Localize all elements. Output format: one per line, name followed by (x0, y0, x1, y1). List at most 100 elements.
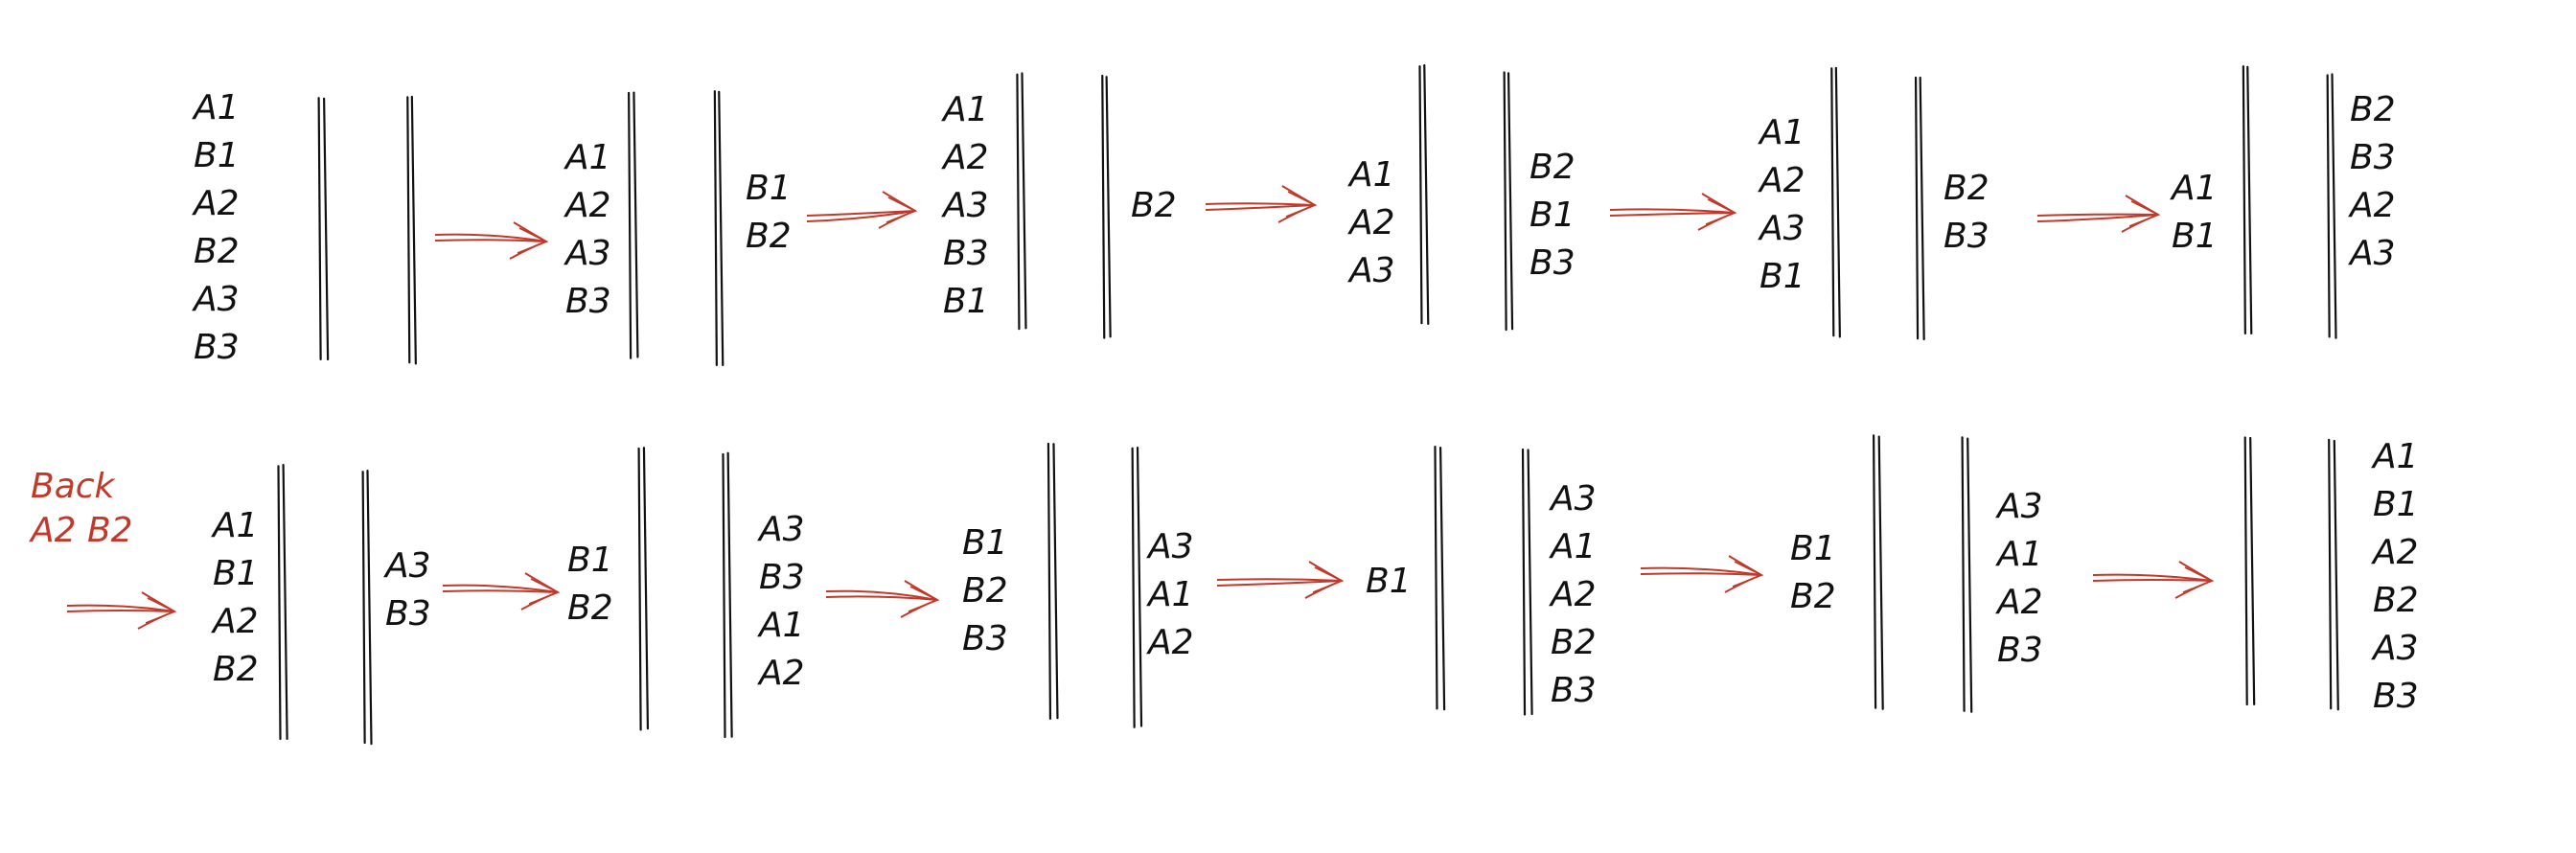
arrow-head-inner (886, 196, 917, 223)
arrow-shaft (1216, 578, 1343, 582)
row1-state-4-right-bank (1503, 71, 1514, 332)
back-note-line2: A2 B2 (31, 511, 133, 550)
person-label: A2 (1148, 623, 1194, 662)
person-label: B3 (385, 594, 431, 634)
row1-state-4-right-bank-stroke (1503, 71, 1507, 332)
arrow-shaft (434, 233, 547, 242)
row1-state-6-left-bank (2242, 65, 2253, 335)
person-label: B3 (565, 282, 611, 321)
arrow-shaft (2092, 573, 2213, 582)
row2-state-6-right-bank (2328, 438, 2339, 711)
arrow-head-inner (908, 586, 939, 612)
arrow-shaft (1205, 202, 1316, 206)
row1-state-3-right-bank-stroke (1105, 76, 1112, 338)
person-label: A3 (1997, 487, 2043, 526)
person-label: B3 (2373, 677, 2419, 716)
person-label: B1 (2172, 217, 2218, 256)
row1-state-6-left-bank-stroke (2242, 65, 2246, 335)
person-label: B3 (759, 558, 805, 597)
arrow-shaft (2036, 214, 2159, 222)
row2-state-4-left-group: B1 (1366, 558, 1412, 606)
row1-state-2-left-bank-stroke (628, 91, 632, 359)
row2-arrow-6 (2092, 561, 2215, 599)
person-label: B2 (2350, 90, 2396, 129)
row1-state-2-right-bank (713, 90, 724, 367)
person-label: A1 (1148, 575, 1194, 614)
row1-state-3-left-bank-stroke (1021, 72, 1027, 330)
arrow-head-inner (1732, 561, 1763, 588)
arrow-shaft (1640, 572, 1762, 576)
row1-state-3-left-bank (1016, 72, 1027, 331)
person-label: A1 (1997, 535, 2043, 574)
person-label: B2 (746, 217, 792, 256)
row2-state-1-right-bank-stroke (361, 471, 366, 745)
row2-state-4-right-bank (1521, 448, 1533, 716)
person-label: A1 (194, 88, 240, 127)
row1-state-1-left-bank (317, 97, 330, 361)
row1-state-1-left-bank-stroke (323, 97, 330, 361)
back-note-line1: Back (31, 467, 115, 506)
person-label: B2 (194, 232, 240, 271)
row2-state-5-right-bank-stroke (1961, 436, 1966, 712)
person-label: A3 (759, 510, 805, 549)
arrow-shaft (825, 589, 938, 601)
row2-state-1-right-bank (361, 470, 373, 746)
person-label: B1 (1790, 529, 1836, 568)
person-label: B1 (213, 554, 259, 593)
row2-state-2-right-bank (722, 451, 733, 739)
row2-state-5-left-bank-stroke (1873, 434, 1877, 709)
arrow-shaft (1609, 208, 1736, 214)
row2-state-2-left-bank-stroke (642, 447, 650, 730)
row1-arrow-4 (1609, 193, 1737, 231)
row1-state-4-left-bank-stroke (1418, 65, 1423, 325)
person-label: B1 (194, 136, 240, 175)
person-label: A2 (194, 184, 240, 223)
arrow-shaft (442, 589, 559, 593)
person-label: B2 (1131, 186, 1177, 225)
person-label: B3 (1944, 217, 1990, 256)
person-label: B1 (746, 169, 792, 208)
row2-state-4-right-bank-stroke (1521, 448, 1527, 716)
person-label: B2 (1551, 623, 1597, 662)
row1-state-1-right-bank-stroke (410, 95, 417, 365)
person-label: B3 (1530, 243, 1576, 283)
arrow-head-inner (528, 578, 560, 605)
row2-state-6-left-bank-stroke (2249, 436, 2256, 705)
person-label: B2 (962, 571, 1008, 611)
row2-state-3-right-bank-stroke (1136, 447, 1143, 727)
person-label: A2 (1349, 203, 1395, 242)
row2-state-5-left-bank-stroke (1877, 435, 1884, 710)
row1-state-6-left-bank-stroke (2246, 65, 2253, 335)
back-note: Back A2 B2 (31, 465, 133, 553)
person-label: A3 (2373, 629, 2419, 668)
arrow-head-inner (1312, 566, 1344, 593)
arrow-head-inner (1285, 191, 1317, 218)
row2-state-5-left-bank (1873, 434, 1884, 710)
row2-arrow-1 (66, 591, 177, 630)
row2-state-3-right-bank (1131, 447, 1143, 728)
arrow-shaft (825, 595, 938, 601)
person-label: A1 (943, 90, 989, 129)
row1-state-2-right-bank-stroke (713, 90, 718, 367)
row2-state-4-left-bank-stroke (1439, 447, 1446, 711)
person-label: A2 (943, 138, 989, 177)
arrow-shaft (2036, 213, 2159, 217)
row1-state-6-right-bank-stroke (2326, 74, 2331, 338)
row2-state-5-right-bank (1961, 436, 1973, 713)
row1-state-1-right-bank-stroke (406, 96, 411, 364)
row2-state-1-right-bank-stroke (366, 470, 373, 746)
person-label: A3 (943, 186, 989, 225)
person-label: A2 (2350, 186, 2396, 225)
row1-state-3-right-bank-stroke (1101, 74, 1106, 339)
